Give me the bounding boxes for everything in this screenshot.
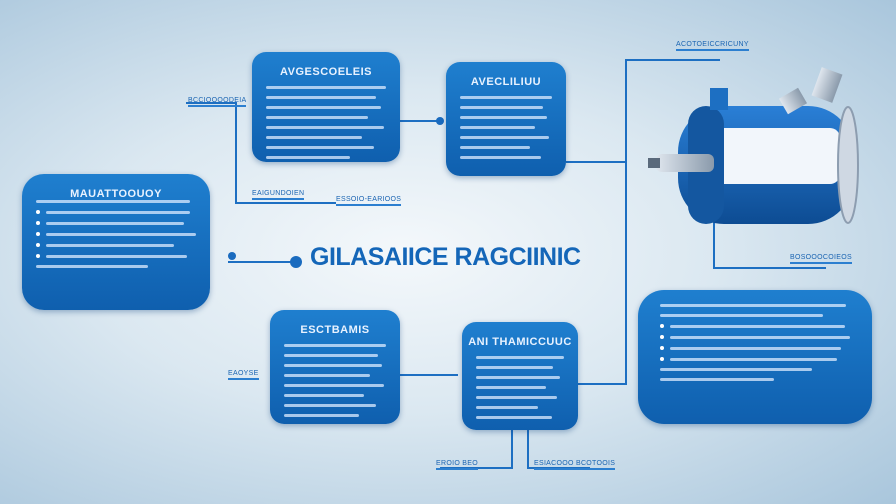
box-title: MAUATTOOUOY bbox=[70, 188, 162, 200]
box-text-lines bbox=[660, 304, 850, 388]
box-bottom-mid: ANI THAMICCUUC bbox=[462, 322, 578, 430]
box-top-center: AVGESCOELEIS bbox=[252, 52, 400, 162]
box-right bbox=[638, 290, 872, 424]
box-top-right: AVECLILIUU bbox=[446, 62, 566, 176]
box-title: ANI THAMICCUUC bbox=[468, 336, 572, 348]
industrial-motor-icon bbox=[648, 67, 859, 224]
wire-mid-right bbox=[578, 160, 627, 385]
box-bottom-center: ESCTBAMIS bbox=[270, 310, 400, 424]
label-right-mid: BOSOOOCOIEOS bbox=[790, 254, 852, 264]
label-left-mid: EAIGUNDOIEN bbox=[252, 190, 305, 200]
box-text-lines bbox=[460, 96, 552, 166]
box-text-lines bbox=[476, 356, 564, 426]
wire-topright-right bbox=[566, 59, 720, 163]
box-text-lines bbox=[284, 344, 386, 424]
label-below-top-center: ESSOIO-EARIOOS bbox=[336, 196, 402, 206]
box-text-lines bbox=[36, 200, 196, 275]
label-bottom-2: ESIACOOO BCOTOOIS bbox=[534, 460, 616, 470]
label-top-right: ACOTOEICCRICUNY bbox=[676, 41, 749, 51]
box-left: MAUATTOOUOY bbox=[22, 174, 210, 310]
label-bottom-1: EROIO BEO bbox=[436, 460, 478, 470]
label-left-bottom: EAOYSE bbox=[228, 370, 259, 380]
box-title: AVECLILIUU bbox=[470, 76, 542, 88]
box-title: AVGESCOELEIS bbox=[280, 66, 372, 78]
box-text-lines bbox=[266, 86, 386, 162]
wire-machine-down bbox=[713, 220, 826, 269]
label-top-left: BCCIOOOODEIA bbox=[188, 97, 247, 107]
diagram-title: GILASAIICE RAGCIINIC bbox=[310, 243, 581, 271]
wire-top-left bbox=[186, 102, 336, 204]
box-title: ESCTBAMIS bbox=[300, 324, 370, 336]
